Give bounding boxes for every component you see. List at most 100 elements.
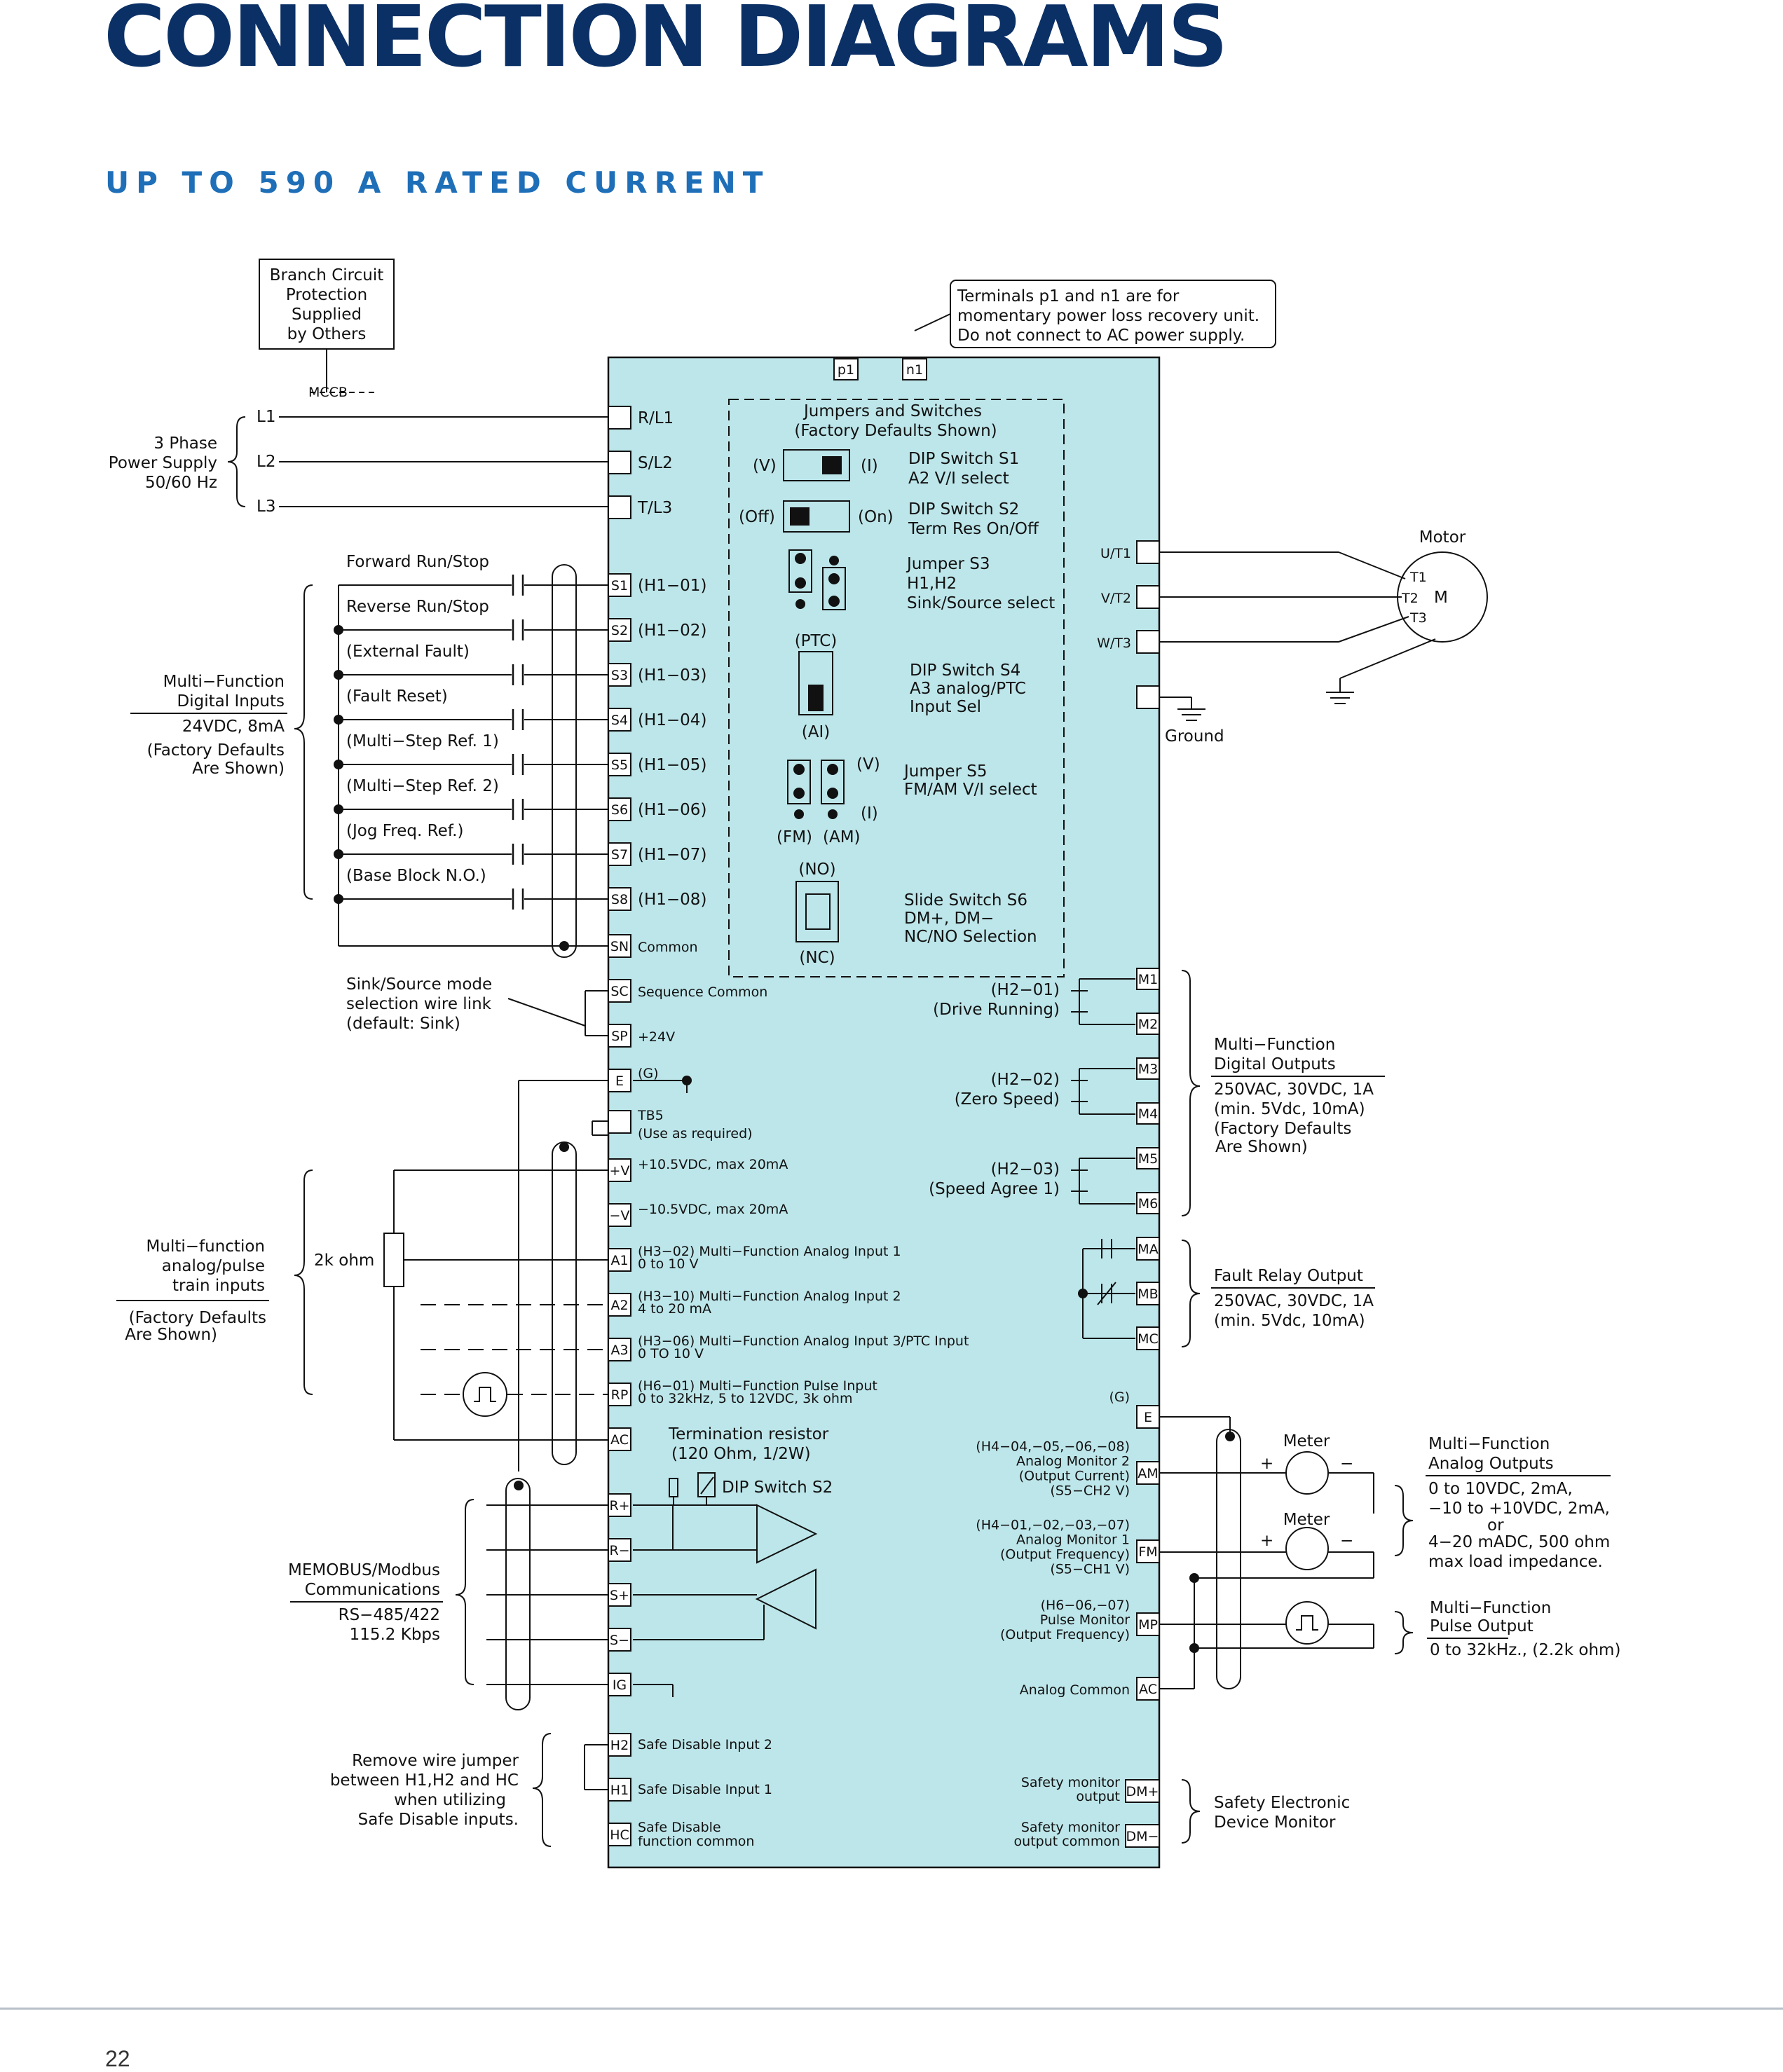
- branch-note-4: by Others: [287, 325, 367, 343]
- meter-am-label: Meter: [1283, 1432, 1330, 1450]
- output-terminal-label-2: W/T3: [1097, 636, 1131, 651]
- terminal-ai-6-box: [608, 1427, 631, 1451]
- s5-v: (V): [856, 755, 880, 774]
- jumpers-title-2: (Factory Defaults Shown): [794, 422, 997, 440]
- s2-title: DIP Switch S2: [908, 500, 1019, 519]
- terminal-s8-label: S8: [611, 892, 628, 907]
- terminal-e-label: E: [615, 1073, 624, 1089]
- terminal-dm-1-label: DM−: [1126, 1829, 1159, 1844]
- terminal-s5-label: S5: [611, 757, 628, 773]
- terminal-p1-box: [833, 358, 859, 380]
- memobus-4: 115.2 Kbps: [350, 1626, 440, 1644]
- s6-desc2: NC/NO Selection: [904, 928, 1037, 946]
- terminal-comm-3-box: [608, 1628, 631, 1652]
- terminal-do-4-box: [1136, 1147, 1160, 1169]
- terminal-safe-2-label: HC: [610, 1827, 629, 1843]
- page-title: CONNECTION DIAGRAMS: [104, 0, 1228, 86]
- terminal-dm-0-label: DM+: [1126, 1784, 1159, 1799]
- ai-group-4: (Factory Defaults: [129, 1309, 266, 1327]
- analog-output-2-line-1: Analog Monitor 1: [1016, 1532, 1130, 1548]
- analog-output-3-line-2: (Output Frequency): [1000, 1627, 1130, 1642]
- terminal-output-1-box: [1136, 585, 1160, 609]
- two-k-ohm: 2k ohm: [314, 1251, 374, 1270]
- s6-desc1: DM+, DM−: [904, 910, 994, 928]
- s5-fm: (FM): [777, 828, 812, 846]
- ao-group-6: 4−20 mADC, 500 ohm: [1428, 1533, 1610, 1551]
- ao-group-2: Analog Outputs: [1428, 1455, 1554, 1473]
- analog-output-0-line-0: (G): [1109, 1390, 1130, 1405]
- output-terminal-label-1: V/T2: [1101, 591, 1131, 606]
- terminal-do-0-box: [1136, 968, 1160, 990]
- s1-v: (V): [753, 457, 777, 475]
- terminal-ai-0-label: +V: [610, 1163, 630, 1179]
- safety-output-0-line-1: output: [1076, 1789, 1120, 1804]
- terminal-do-5-box: [1136, 1192, 1160, 1214]
- po-group-1: Multi−Function: [1430, 1599, 1551, 1617]
- terminal-safe-1-label: H1: [610, 1783, 629, 1798]
- s3-desc2: Sink/Source select: [907, 594, 1055, 612]
- terminal-comm-4-box: [608, 1673, 631, 1696]
- termination-1: Termination resistor: [668, 1425, 829, 1443]
- meter-fm-plus: +: [1260, 1532, 1273, 1550]
- terminal-dm-0-box: [1125, 1779, 1160, 1803]
- meter-fm-minus: −: [1340, 1532, 1353, 1550]
- analog-output-1-line-3: (S5−CH2 V): [1050, 1483, 1130, 1499]
- terminal-ao-4-box: [1136, 1677, 1160, 1701]
- digital-input-param-4: (H1−05): [638, 756, 706, 774]
- digital-output-func-2: (Speed Agree 1): [929, 1180, 1060, 1198]
- terminal-n1-box: [902, 358, 927, 380]
- terminal-ai-3-box: [608, 1293, 631, 1317]
- supply-label-2: Power Supply: [109, 454, 217, 472]
- terminal-comm-2-label: S+: [610, 1588, 629, 1603]
- pn-note-3: Do not connect to AC power supply.: [957, 327, 1245, 345]
- digital-input-func-4: (Multi−Step Ref. 1): [346, 732, 499, 750]
- s3-title: Jumper S3: [906, 555, 990, 573]
- do-group-5: (Factory Defaults: [1214, 1120, 1351, 1138]
- terminal-sc-box: [608, 979, 631, 1003]
- terminal-do-3-box: [1136, 1102, 1160, 1125]
- terminal-do-1-box: [1136, 1013, 1160, 1035]
- safety-output-0-line-0: Safety monitor: [1021, 1775, 1120, 1790]
- motor-t1: T1: [1409, 570, 1427, 585]
- digital-input-func-0: Forward Run/Stop: [346, 553, 489, 571]
- line-l3: L3: [257, 498, 275, 516]
- ao-group-3: 0 to 10VDC, 2mA,: [1428, 1480, 1573, 1498]
- terminal-s2-box: [608, 618, 631, 642]
- motor-m: M: [1434, 589, 1448, 607]
- s3-desc1: H1,H2: [907, 575, 957, 593]
- terminal-ao-2-label: FM: [1138, 1544, 1157, 1560]
- s5-desc: FM/AM V/I select: [904, 781, 1037, 799]
- analog-input-line2-2: 0 to 10 V: [638, 1256, 698, 1272]
- terminal-do-2-box: [1136, 1057, 1160, 1080]
- page-subtitle: UP TO 590 A RATED CURRENT: [105, 165, 770, 200]
- do-group-4: (min. 5Vdc, 10mA): [1214, 1100, 1365, 1118]
- terminal-dm-1-box: [1125, 1824, 1160, 1848]
- terminal-ao-4-label: AC: [1139, 1682, 1157, 1697]
- terminal-fault-2-label: MC: [1138, 1331, 1159, 1347]
- digital-input-param-5: (H1−06): [638, 801, 706, 819]
- di-group-2: Digital Inputs: [177, 692, 285, 711]
- sm-group-2: Device Monitor: [1214, 1813, 1336, 1832]
- terminal-safe-2-box: [608, 1823, 631, 1846]
- safety-output-1-line-1: output common: [1014, 1834, 1120, 1849]
- terminal-s7-box: [608, 842, 631, 866]
- ao-group-1: Multi−Function: [1428, 1435, 1550, 1453]
- s4-title: DIP Switch S4: [910, 661, 1020, 680]
- sink-source-2: selection wire link: [346, 995, 492, 1013]
- terminal-ao-0-box: [1136, 1405, 1160, 1429]
- sink-source-1: Sink/Source mode: [346, 975, 492, 994]
- s1-title: DIP Switch S1: [908, 450, 1019, 468]
- analog-output-2-line-2: (Output Frequency): [1000, 1547, 1130, 1563]
- terminal-s1-label: S1: [611, 578, 628, 594]
- terminal-s7-label: S7: [611, 847, 628, 863]
- terminal-s4-label: S4: [611, 713, 628, 728]
- terminal-ai-0-box: [608, 1158, 631, 1182]
- terminal-s2-label: S2: [611, 623, 628, 638]
- analog-output-3-line-1: Pulse Monitor: [1040, 1612, 1130, 1628]
- jumpers-box: [728, 399, 1065, 977]
- branch-note-1: Branch Circuit: [270, 266, 383, 284]
- terminal-ai-2-label: A1: [610, 1253, 628, 1268]
- s4-desc1: A3 analog/PTC: [910, 680, 1026, 698]
- terminal-comm-2-box: [608, 1583, 631, 1607]
- terminal-s3-box: [608, 663, 631, 687]
